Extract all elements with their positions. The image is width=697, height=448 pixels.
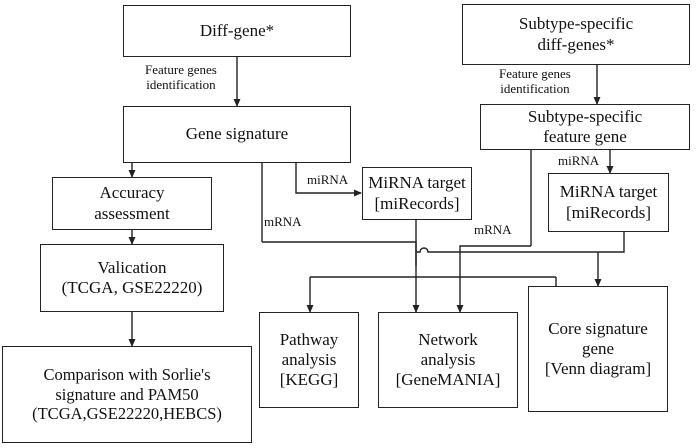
comparison-line-3: (TCGA,GSE22220,HEBCS) xyxy=(32,404,222,424)
feature-genes-right-line-1: Feature genes xyxy=(499,66,571,81)
mirna-label-right: miRNA xyxy=(558,153,600,168)
core-signature-gene-box: Core signature gene [Venn diagram] xyxy=(528,286,668,412)
core-line-1: Core signature xyxy=(548,318,648,338)
pathway-line-2: analysis xyxy=(281,349,337,369)
feature-genes-label-right: Feature genes identification xyxy=(499,66,571,97)
core-line-3: [Venn diagram] xyxy=(544,359,652,379)
subtype-feature-gene-box: Subtype-specific feature gene xyxy=(480,104,690,150)
network-line-1: Network xyxy=(418,329,478,349)
accuracy-line-1: Accuracy xyxy=(99,183,165,203)
feature-genes-right-line-2: identification xyxy=(500,80,570,96)
mrna-label-right: mRNA xyxy=(474,222,512,237)
subtype-diff-genes-line-1: Subtype-specific xyxy=(518,14,634,34)
mirna-target-right-line-2: [miRecords] xyxy=(566,202,651,222)
subtype-feature-gene-line-2: feature gene xyxy=(543,127,627,146)
mirna-target-box-right: MiRNA target [miRecords] xyxy=(548,173,669,232)
feature-genes-left-line-1: Feature genes xyxy=(145,62,217,77)
validation-line-2: (TCGA, GSE22220) xyxy=(61,278,203,297)
feature-genes-left-line-2: identification xyxy=(146,76,216,92)
subtype-diff-genes-line-2: diff-genes* xyxy=(537,34,615,54)
diff-gene-box: Diff-gene* xyxy=(123,5,351,57)
comparison-line-2: signature and PAM50 xyxy=(55,384,199,404)
pathway-analysis-box: Pathway analysis [KEGG] xyxy=(259,312,359,408)
network-line-2: analysis xyxy=(420,349,476,369)
network-line-3: [GeneMANIA] xyxy=(395,370,501,390)
gene-signature-box: Gene signature xyxy=(123,106,351,163)
feature-genes-label-left: Feature genes identification xyxy=(145,62,217,93)
pathway-line-3: [KEGG] xyxy=(279,370,339,390)
network-analysis-box: Network analysis [GeneMANIA] xyxy=(378,312,518,408)
pathway-line-1: Pathway xyxy=(279,329,339,349)
mirna-label-left: miRNA xyxy=(307,172,349,187)
mrna-label-left: mRNA xyxy=(264,214,302,229)
accuracy-line-2: assessment xyxy=(94,203,170,223)
mirna-target-left-line-2: [miRecords] xyxy=(374,193,460,213)
subtype-feature-gene-line-1: Subtype-specific xyxy=(527,106,643,126)
comparison-box: Comparison with Sorlie's signature and P… xyxy=(2,346,252,443)
gene-signature-line-1: Gene signature xyxy=(185,124,289,144)
core-line-2: gene xyxy=(581,338,615,358)
validation-line-1: Valication xyxy=(97,257,167,277)
validation-box: Valication (TCGA, GSE22220) xyxy=(40,244,224,312)
diff-gene-line-1: Diff-gene* xyxy=(199,20,275,40)
subtype-diff-genes-box: Subtype-specific diff-genes* xyxy=(462,4,690,65)
mirna-target-box-left: MiRNA target [miRecords] xyxy=(362,167,472,220)
comparison-line-1: Comparison with Sorlie's xyxy=(43,365,211,385)
mirna-target-left-line-1: MiRNA target xyxy=(368,173,466,193)
accuracy-assessment-box: Accuracy assessment xyxy=(52,177,212,230)
mirna-target-right-line-1: MiRNA target xyxy=(559,182,658,202)
